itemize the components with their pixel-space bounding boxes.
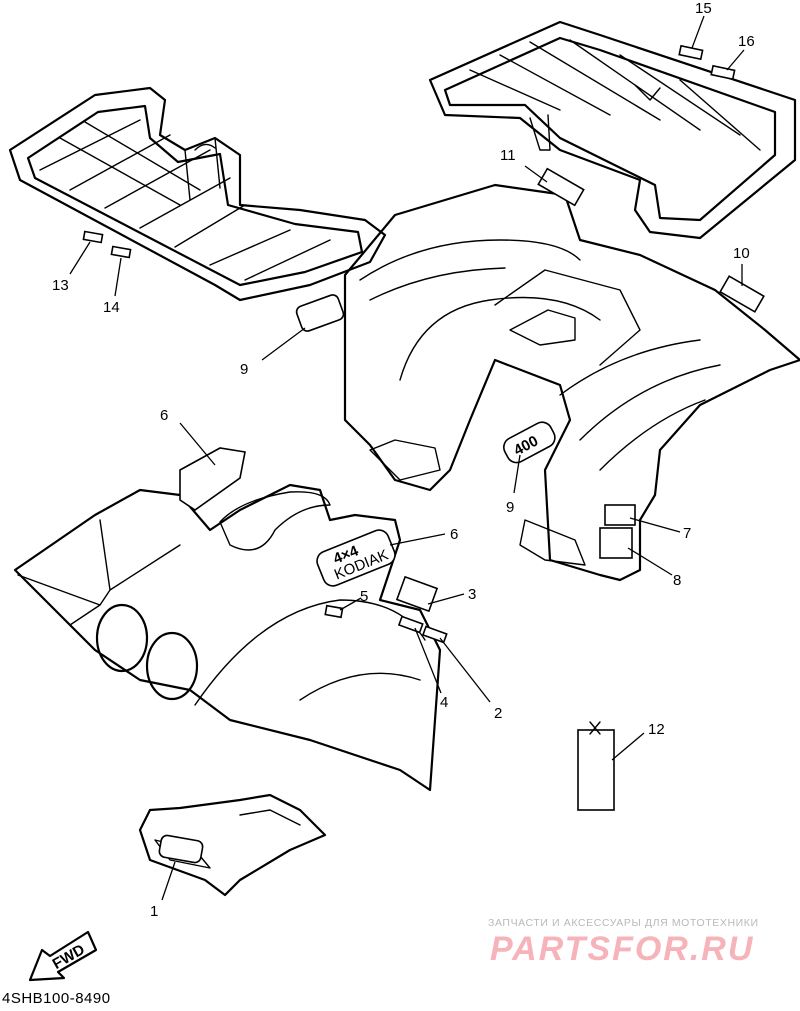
decal-9-left: [295, 294, 345, 332]
front-fender: [13, 483, 442, 792]
callout-14: 14: [103, 299, 120, 316]
headlight-right: [145, 631, 199, 701]
rear-rack-decals: [678, 44, 736, 81]
callout-2: 2: [494, 705, 502, 722]
callout-12: 12: [648, 721, 665, 738]
rear-fender-decals: 400: [295, 167, 765, 559]
decal-14: [110, 245, 132, 259]
fwd-arrow: FWD: [28, 930, 98, 982]
callout-5: 5: [360, 588, 368, 605]
callout-11: 11: [500, 147, 516, 164]
callout-6-right: 6: [450, 526, 458, 543]
callout-8: 8: [673, 572, 681, 589]
front-rack-decals: [82, 230, 132, 259]
decal-3: [395, 575, 439, 613]
decal-4: [397, 615, 424, 634]
callout-15: 15: [695, 0, 712, 17]
fwd-label: FWD: [50, 941, 88, 973]
decal-15: [678, 44, 704, 61]
decal-5: [324, 604, 344, 619]
decal-6-kodiak-badge: 4×4 KODIAK: [316, 529, 396, 587]
decal-11: [537, 167, 585, 207]
tag-12: [577, 721, 615, 811]
leader-lines: [69, 15, 745, 901]
callout-16: 16: [738, 33, 755, 50]
callout-7: 7: [683, 525, 691, 542]
callout-6-left: 6: [160, 407, 168, 424]
rear-carrier-rack: [428, 20, 797, 240]
decal-13: [82, 230, 104, 244]
callout-4: 4: [440, 694, 448, 711]
headlight-left: [95, 603, 149, 673]
decal-7: [604, 504, 636, 526]
front-carrier-rack: [8, 86, 387, 302]
decal-1: [158, 834, 204, 864]
callout-10: 10: [733, 245, 750, 262]
callout-9-left: 9: [240, 361, 248, 378]
diagram-code: 4SHB100-8490: [2, 990, 111, 1007]
front-fender-decals: 4×4 KODIAK: [179, 447, 448, 644]
decal-16: [710, 64, 736, 81]
callout-3: 3: [468, 586, 476, 603]
front-storage-panel: [138, 793, 327, 897]
rear-fender: [343, 183, 800, 582]
watermark-logo: PARTSFOR.RU: [490, 930, 755, 968]
decal-10: [719, 275, 765, 313]
callout-numbers: 1 2 3 4 5 6 6 7 8 9 9 10 11 12 13 14 15 …: [52, 0, 755, 920]
callout-1: 1: [150, 903, 158, 920]
watermark-caption: ЗАПЧАСТИ И АКСЕССУАРЫ ДЛЯ МОТОТЕХНИКИ: [488, 917, 759, 929]
decal-6-left: [179, 447, 246, 511]
label-tag: [577, 729, 615, 811]
decal-8: [599, 527, 633, 559]
decal-2: [421, 625, 448, 644]
callout-9-right: 9: [506, 499, 514, 516]
callout-13: 13: [52, 277, 69, 294]
